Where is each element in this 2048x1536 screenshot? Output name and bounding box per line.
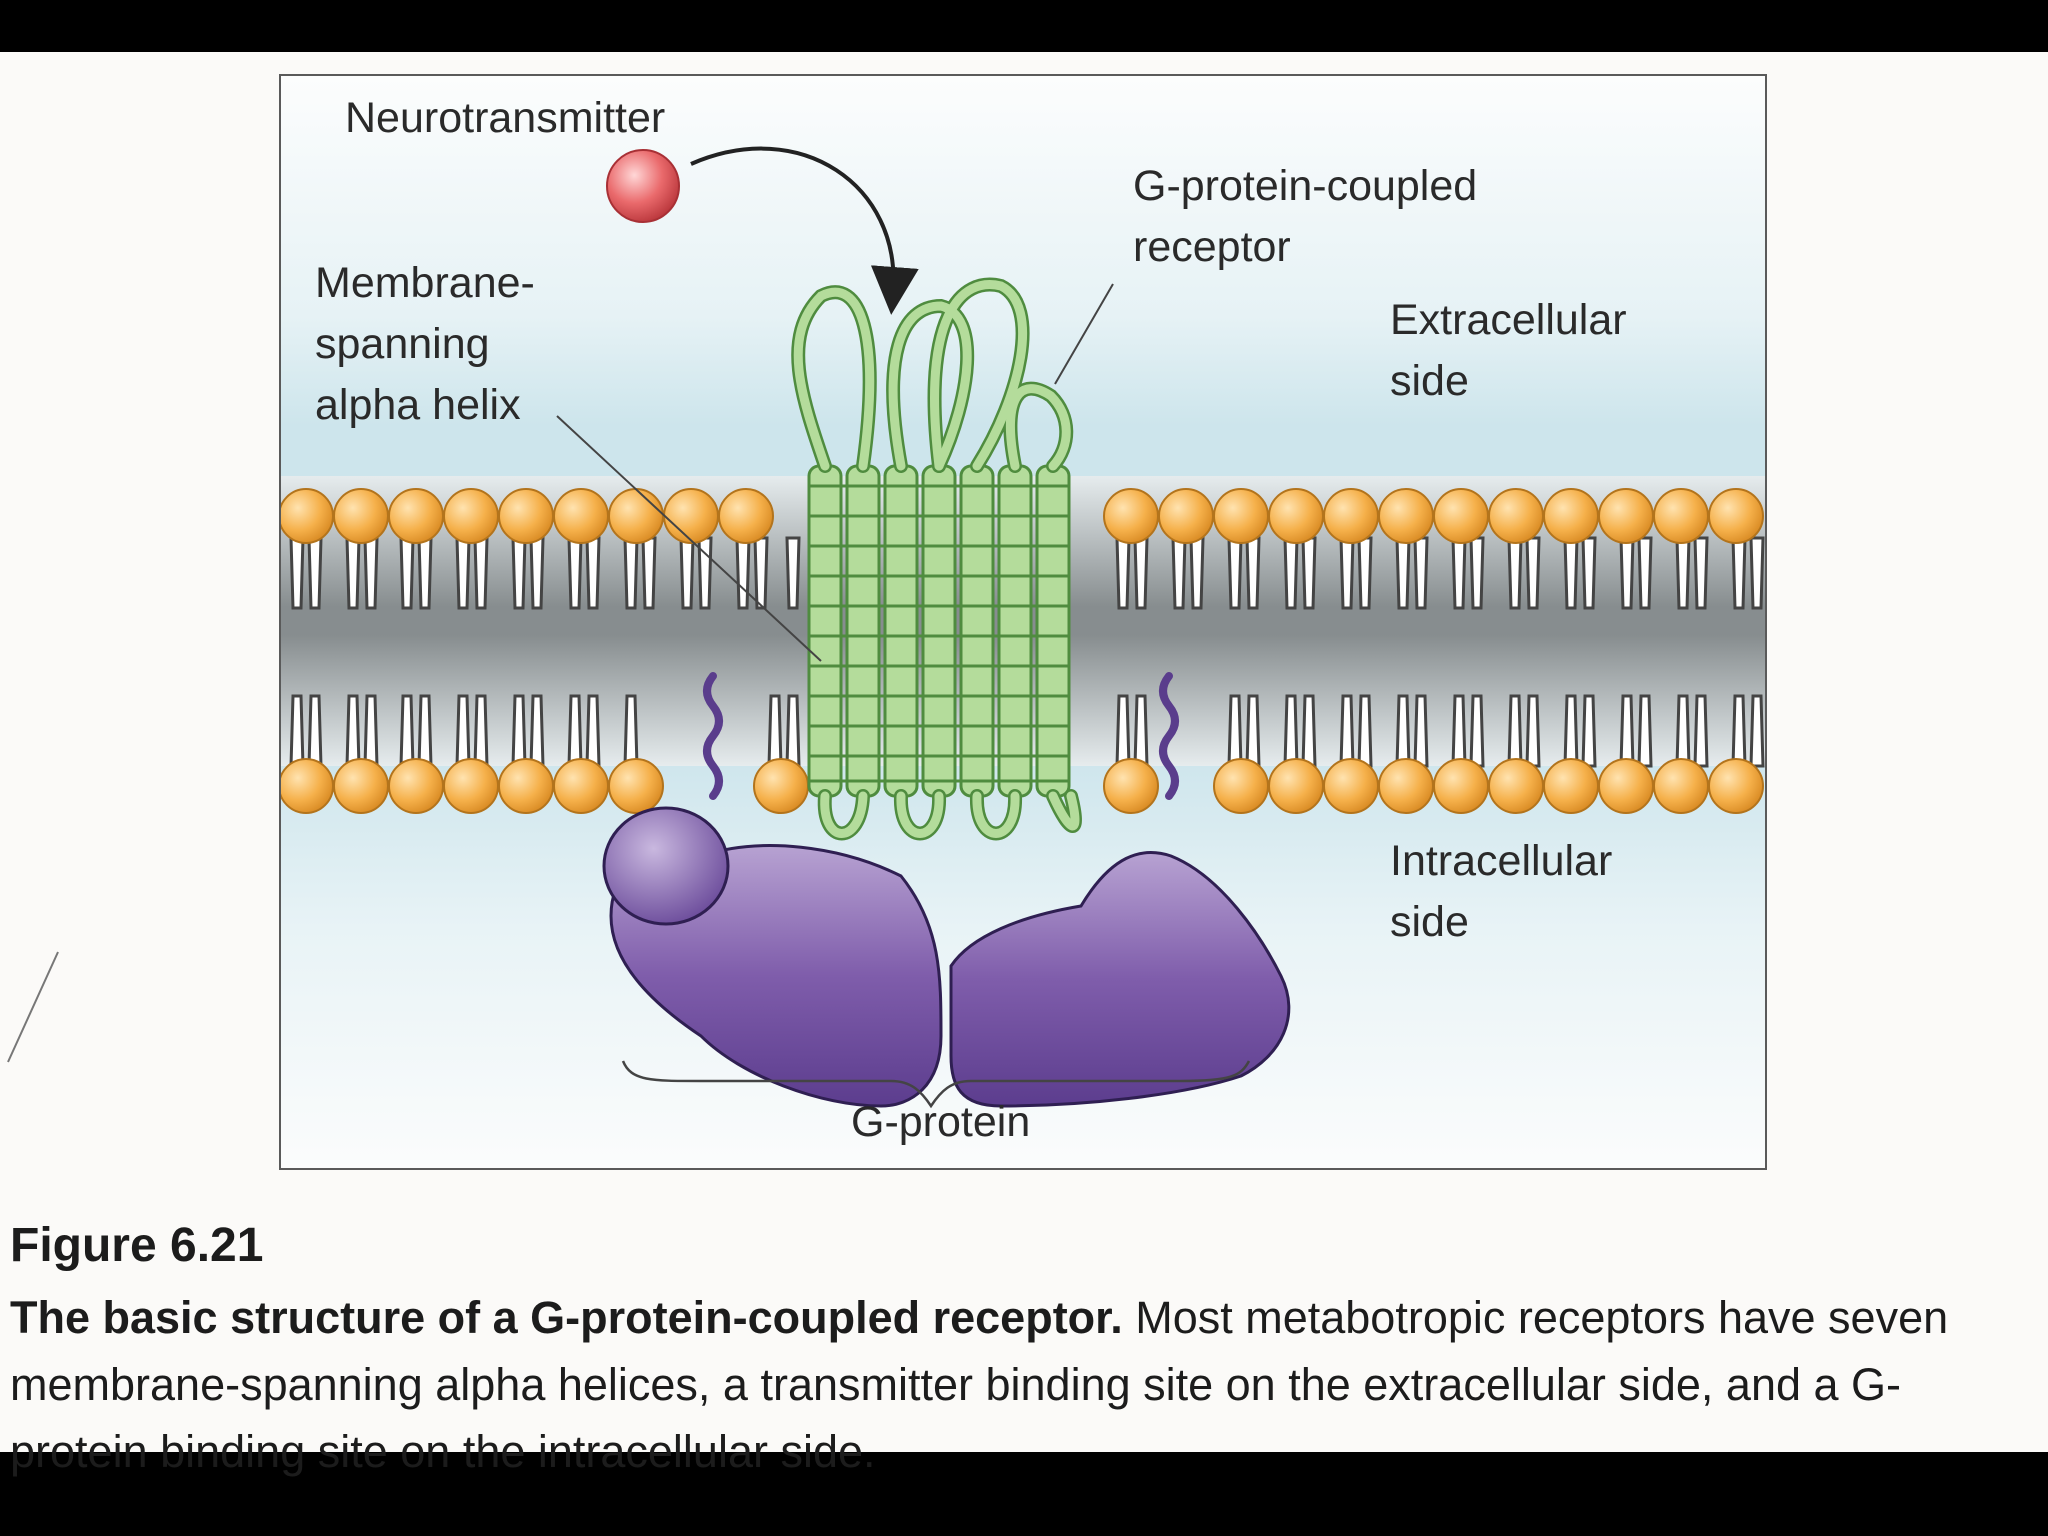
extracellular-label-line2: side — [1390, 357, 1469, 405]
binding-arrow — [690, 146, 919, 315]
gpcr-intracellular-loops-fill — [820, 791, 1080, 838]
textbook-page: Neurotransmitter G-protein-coupled recep… — [0, 52, 2048, 1477]
g-protein-label: G-protein — [851, 1098, 1031, 1146]
gpcr-helices — [807, 464, 1071, 798]
helix-leader-line — [556, 415, 822, 662]
figure-number: Figure 6.21 — [10, 1219, 264, 1272]
margin-pen-mark — [7, 951, 59, 1063]
gpcr-diagram: Neurotransmitter G-protein-coupled recep… — [279, 74, 1767, 1170]
neurotransmitter-molecule — [606, 149, 680, 223]
figure-caption: Figure 6.21 The basic structure of a G-p… — [10, 1214, 2030, 1485]
caption-text: The basic structure of a G-protein-coupl… — [10, 1284, 2030, 1485]
receptor-label-line1: G-protein-coupled — [1133, 162, 1478, 210]
intracellular-label-line1: Intracellular — [1390, 837, 1613, 885]
helix-label-line3: alpha helix — [315, 381, 521, 429]
diagram-artwork — [281, 76, 1765, 1168]
helix-label-line2: spanning — [315, 320, 490, 368]
gpcr-helix-coils — [809, 484, 1069, 783]
receptor-leader-line — [1054, 283, 1114, 385]
gpcr-extracellular-loops-fill — [793, 280, 1071, 471]
receptor-label-line2: receptor — [1133, 223, 1291, 271]
caption-title: The basic structure of a G-protein-coupl… — [10, 1292, 1123, 1343]
phospholipid-heads-top — [281, 488, 1764, 544]
g-protein-beta-gamma-subunit — [949, 851, 1291, 1108]
neurotransmitter-label: Neurotransmitter — [345, 94, 666, 142]
helix-label-line1: Membrane- — [315, 259, 535, 307]
lipid-anchor-left — [703, 672, 723, 800]
extracellular-label-line1: Extracellular — [1390, 296, 1627, 344]
g-protein-gdp-lobe — [602, 806, 730, 926]
phospholipid-heads-bottom — [281, 758, 1764, 814]
intracellular-label-line2: side — [1390, 898, 1469, 946]
g-protein-bracket — [621, 1060, 1251, 1109]
lipid-anchor-right — [1159, 672, 1179, 800]
caption-body: Most metabotropic receptors have seven m… — [10, 1292, 1949, 1477]
